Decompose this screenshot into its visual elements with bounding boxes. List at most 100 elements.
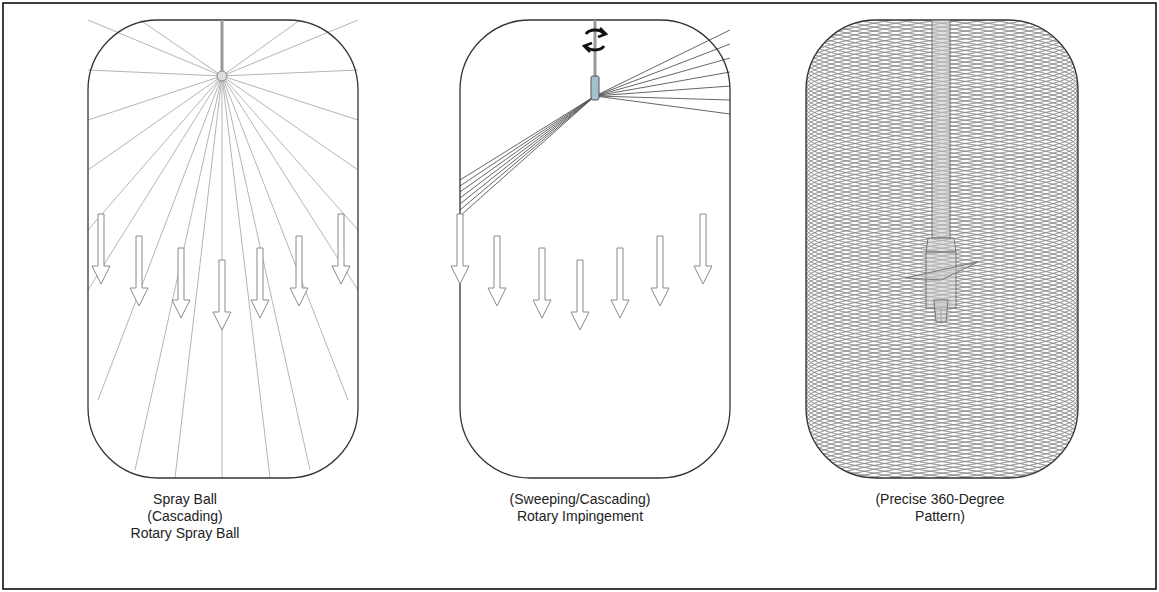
pattern-line [806, 20, 1078, 478]
spray-ray [88, 70, 222, 76]
spray-ray [135, 76, 222, 470]
pattern-line [806, 20, 1078, 478]
pattern-line [806, 20, 1078, 478]
flow-arrow [251, 248, 269, 318]
pattern-line [806, 20, 1078, 478]
tank-outline [806, 20, 1078, 478]
pattern-line [806, 20, 1078, 478]
frame [3, 3, 1156, 589]
pattern-line [806, 20, 1078, 478]
spray-ray [222, 70, 358, 76]
pattern-line [806, 20, 1078, 478]
spray-ray [88, 76, 222, 290]
caption-text: (Cascading) [147, 508, 222, 525]
spray-ray [222, 76, 358, 290]
pattern-line [806, 20, 1078, 478]
pattern-line [806, 20, 1078, 478]
pattern-line [806, 20, 1078, 478]
pattern-line [806, 20, 1078, 478]
pattern-line [806, 20, 1078, 478]
pattern-line [806, 20, 1078, 478]
pattern-line [806, 20, 1078, 478]
caption-text: (Precise 360-Degree [875, 491, 1004, 508]
spray-ray [222, 20, 300, 76]
flow-arrow [172, 248, 190, 318]
flow-arrow [213, 260, 231, 330]
spray-ray [222, 76, 270, 478]
jet-ray [595, 96, 730, 100]
pattern-line [806, 20, 1078, 478]
pattern-line [806, 20, 1078, 478]
jet-ray [460, 96, 595, 180]
spray-ray [140, 20, 222, 76]
pattern-line [806, 20, 1078, 478]
caption-text: Rotary Spray Ball [131, 525, 240, 542]
flow-arrow [130, 236, 148, 306]
pattern-line [806, 20, 1078, 478]
pattern-line [806, 20, 1078, 478]
pattern-line [806, 20, 1078, 478]
pattern-line [806, 20, 1078, 478]
jet-ray [595, 44, 730, 96]
pattern-line [806, 20, 1078, 478]
caption-text: Rotary Impingement [517, 508, 643, 525]
pattern-line [806, 20, 1078, 478]
caption-text: (Sweeping/Cascading) [510, 491, 651, 508]
caption-text: Pattern) [915, 508, 965, 525]
pattern-line [806, 20, 1078, 478]
pattern-line [806, 20, 1078, 478]
pattern-line [806, 20, 1078, 478]
jet-ray [595, 86, 730, 96]
pattern-line [806, 20, 1078, 478]
flow-arrow [611, 248, 629, 318]
pattern-line [806, 20, 1078, 478]
spray-ray [88, 76, 222, 120]
pattern-line [806, 20, 1078, 478]
flow-arrow [533, 248, 551, 318]
pattern-line [806, 20, 1078, 478]
pattern-line [806, 20, 1078, 478]
pattern-line [806, 20, 1078, 478]
flow-arrows [451, 214, 712, 330]
spray-ray [222, 76, 358, 170]
pattern-line [806, 20, 1078, 478]
jet-ray [460, 96, 595, 216]
pattern-line [806, 20, 1078, 478]
pattern-line [806, 20, 1078, 478]
jet-ray [595, 72, 730, 96]
flow-arrow [571, 260, 589, 330]
jet-ray [595, 96, 730, 114]
jet-ray [460, 96, 595, 210]
spray-ray [88, 76, 222, 230]
pattern-line [806, 20, 1078, 478]
pattern-line [806, 20, 1078, 478]
pattern-line [806, 20, 1078, 478]
pattern-line [806, 20, 1078, 478]
jet-ray [460, 96, 595, 192]
spray-rays [88, 20, 358, 478]
coverage-pattern [806, 20, 1078, 478]
rotary-nozzle [591, 76, 599, 100]
pattern-line [806, 20, 1078, 478]
jet-ray [460, 96, 595, 204]
pattern-line [806, 20, 1078, 478]
spray-ray [222, 20, 358, 76]
pattern-line [806, 20, 1078, 478]
tank-outline [460, 20, 730, 478]
jet-ray [460, 96, 595, 198]
flow-arrow [488, 236, 506, 306]
pattern-line [806, 20, 1078, 478]
pattern-line [806, 20, 1078, 478]
spray-ray [222, 76, 348, 400]
pattern-line [806, 20, 1078, 478]
pattern-line [806, 20, 1078, 478]
pattern-line [806, 20, 1078, 478]
flow-arrow [290, 236, 308, 306]
caption-text: Spray Ball [153, 491, 217, 508]
pattern-line [806, 20, 1078, 478]
pattern-line [806, 20, 1078, 478]
jet-ray [595, 58, 730, 96]
flow-arrow [451, 214, 469, 284]
pattern-line [806, 20, 1078, 478]
pattern-line [806, 20, 1078, 478]
